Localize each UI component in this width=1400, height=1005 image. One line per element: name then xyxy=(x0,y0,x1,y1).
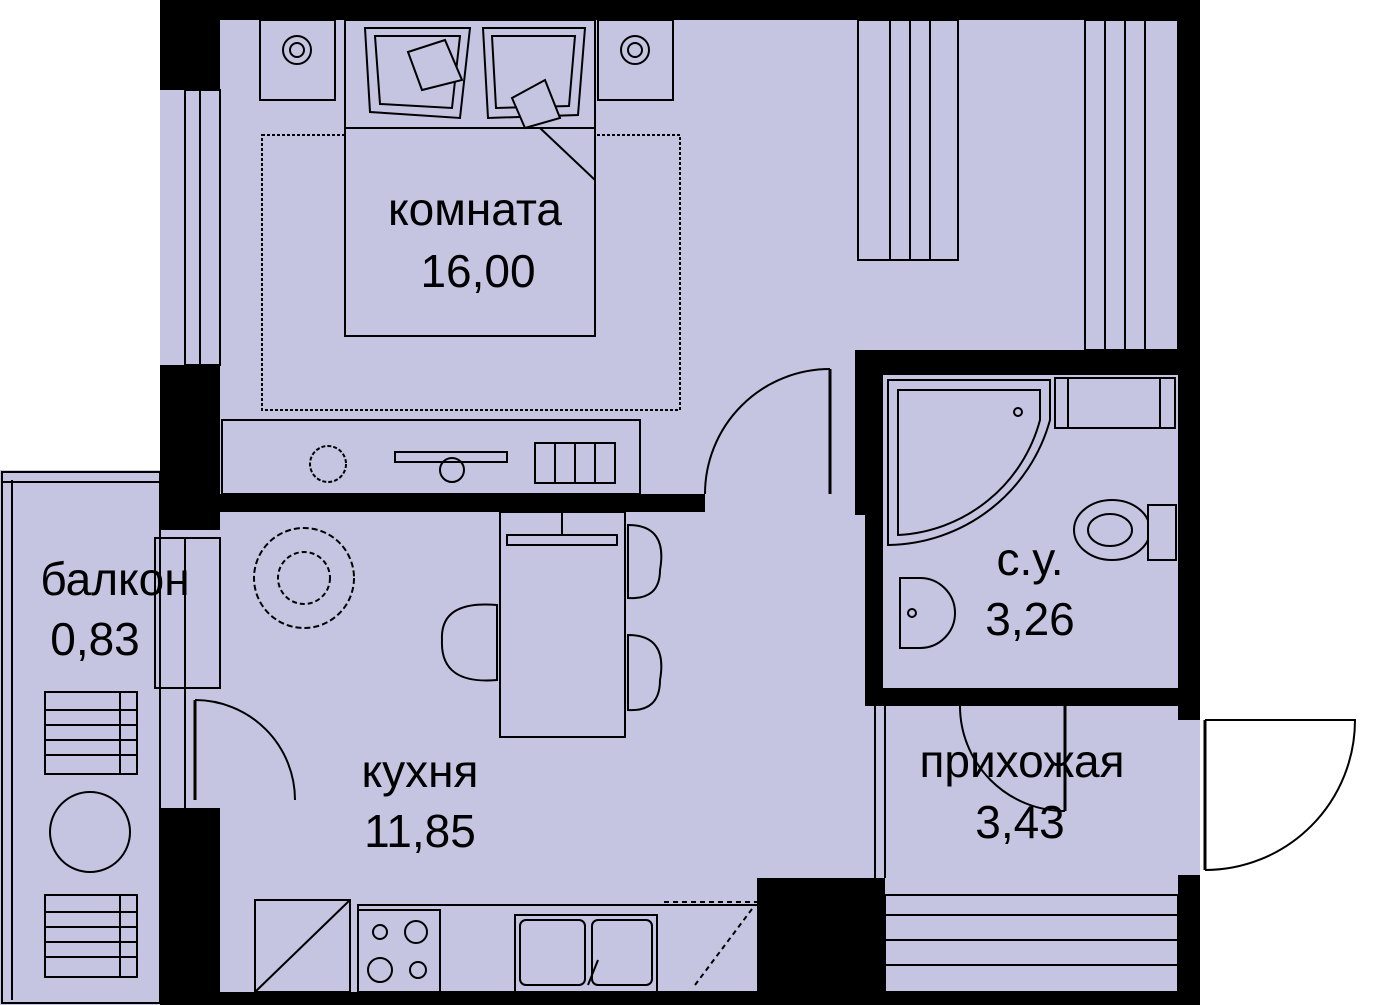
chair-right-top xyxy=(627,523,663,600)
balcony-frame xyxy=(1,89,221,1004)
wall-top xyxy=(160,0,1200,20)
hallway-wardrobe xyxy=(884,894,1179,993)
room-labels: комната 16,00 кухня 11,85 с.у. 3,26 прих… xyxy=(40,183,1124,857)
balcony-furniture xyxy=(44,691,138,978)
nightstand-right xyxy=(597,19,674,101)
fridge xyxy=(254,899,351,993)
desk-lamp xyxy=(394,451,508,463)
wall-room-kitchen xyxy=(160,494,705,512)
wall-left-top xyxy=(160,0,220,90)
hallway-name-label: прихожая xyxy=(919,735,1124,787)
balcony-table xyxy=(49,791,131,873)
toilet xyxy=(1073,499,1151,561)
wall-bath-left xyxy=(855,350,883,515)
stove xyxy=(357,909,441,993)
plant-large xyxy=(253,527,355,629)
wall-entry-stub xyxy=(757,878,885,1005)
balcony-area-label: 0,83 xyxy=(50,613,140,665)
bathroom-door xyxy=(959,705,1066,812)
wall-right-upper xyxy=(1178,0,1200,720)
wall-left-bottom xyxy=(160,808,220,1005)
wardrobe-right xyxy=(1084,19,1179,351)
nightstand-left xyxy=(259,19,336,101)
plant-small xyxy=(309,445,347,483)
entrance-door xyxy=(1204,719,1357,871)
balcony-chair-bottom xyxy=(44,894,138,978)
washing-machine xyxy=(1054,377,1176,429)
chair-left xyxy=(440,603,498,682)
shower-tray xyxy=(887,379,1051,547)
washbasin xyxy=(899,577,956,649)
wardrobe-left xyxy=(857,19,959,261)
window-balcony-door xyxy=(154,537,221,689)
room-area-label: 16,00 xyxy=(420,245,535,297)
wall-bath-top xyxy=(855,350,1180,375)
room-door xyxy=(704,368,832,495)
hallway-fixtures xyxy=(874,705,1357,993)
bathroom-fixtures xyxy=(887,377,1177,649)
bathroom-area-label: 3,26 xyxy=(985,593,1075,645)
desk xyxy=(221,419,641,495)
room-name-label: комната xyxy=(388,183,562,235)
balcony-chair-top xyxy=(44,691,138,775)
wall-right-lower xyxy=(1178,875,1200,1005)
wall-bath-bottom xyxy=(865,688,1180,706)
hallway-area-label: 3,43 xyxy=(975,796,1065,848)
kitchen-name-label: кухня xyxy=(362,745,479,797)
window-left-upper xyxy=(184,89,221,366)
bathroom-name-label: с.у. xyxy=(997,533,1064,585)
walls xyxy=(160,0,1200,1005)
dining-table xyxy=(499,511,626,738)
wall-bottom xyxy=(160,992,1200,1005)
balcony-name-label: балкон xyxy=(40,553,189,605)
rug xyxy=(261,134,681,411)
balcony-door xyxy=(193,699,296,801)
kitchen-furniture xyxy=(253,511,759,993)
pillow-right xyxy=(481,27,587,120)
chair-right-bottom xyxy=(627,633,663,712)
bedroom-furniture xyxy=(221,19,1179,495)
kitchen-area-label: 11,85 xyxy=(364,805,476,857)
wall-bath-left-lower xyxy=(865,505,883,705)
